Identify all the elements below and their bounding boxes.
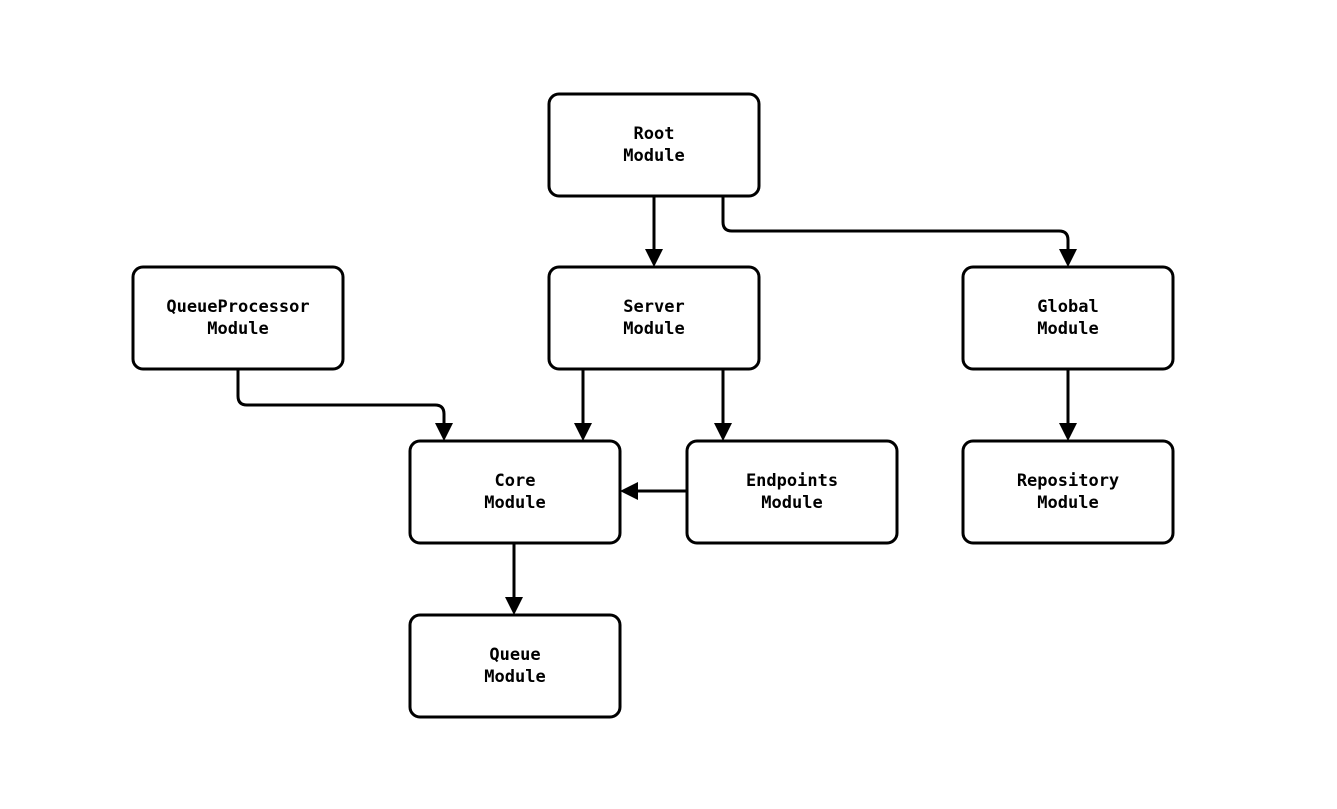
- node-label-line2: Module: [484, 493, 545, 513]
- node-label-line2: Module: [484, 667, 545, 687]
- edge-line: [236, 369, 446, 430]
- arrowhead-icon: [1059, 249, 1077, 267]
- node-label-line2: Module: [1037, 319, 1098, 339]
- edge-line: [721, 196, 1070, 256]
- edge-endpoints-to-core: [620, 482, 687, 500]
- arrowhead-icon: [574, 423, 592, 441]
- nodes-layer: RootModuleQueueProcessorModuleServerModu…: [131, 92, 1175, 719]
- node-box[interactable]: [408, 613, 622, 719]
- edge-global-to-repository: [1059, 369, 1077, 441]
- node-label-line1: Repository: [1017, 471, 1119, 491]
- edge-server-to-endpoints: [714, 369, 732, 441]
- node-label-line1: Global: [1037, 297, 1098, 317]
- node-label-line2: Module: [761, 493, 822, 513]
- edge-core-to-queue: [505, 543, 523, 615]
- arrowhead-icon: [505, 597, 523, 615]
- arrowhead-icon: [1059, 423, 1077, 441]
- edge-root-to-server: [645, 196, 663, 267]
- arrowhead-icon: [645, 249, 663, 267]
- node-box[interactable]: [131, 265, 345, 371]
- node-box[interactable]: [961, 439, 1175, 545]
- node-box[interactable]: [685, 439, 899, 545]
- node-label-line2: Module: [1037, 493, 1098, 513]
- node-label-line2: Module: [623, 146, 684, 166]
- node-box[interactable]: [961, 265, 1175, 371]
- node-label-line1: QueueProcessor: [166, 297, 309, 317]
- arrowhead-icon: [620, 482, 638, 500]
- edge-root-to-global: [721, 196, 1077, 267]
- node-box[interactable]: [547, 92, 761, 198]
- arrowhead-icon: [435, 423, 453, 441]
- edge-server-to-core: [574, 369, 592, 441]
- node-label-line1: Endpoints: [746, 471, 838, 491]
- arrowhead-icon: [714, 423, 732, 441]
- node-label-line1: Queue: [489, 645, 540, 665]
- node-label-line2: Module: [207, 319, 268, 339]
- node-label-line1: Server: [623, 297, 684, 317]
- node-label-line1: Root: [634, 124, 675, 144]
- edge-queueprocessor-to-core: [236, 369, 453, 441]
- node-label-line1: Core: [495, 471, 536, 491]
- node-label-line2: Module: [623, 319, 684, 339]
- edges-layer: [236, 196, 1077, 615]
- node-box[interactable]: [547, 265, 761, 371]
- node-box[interactable]: [408, 439, 622, 545]
